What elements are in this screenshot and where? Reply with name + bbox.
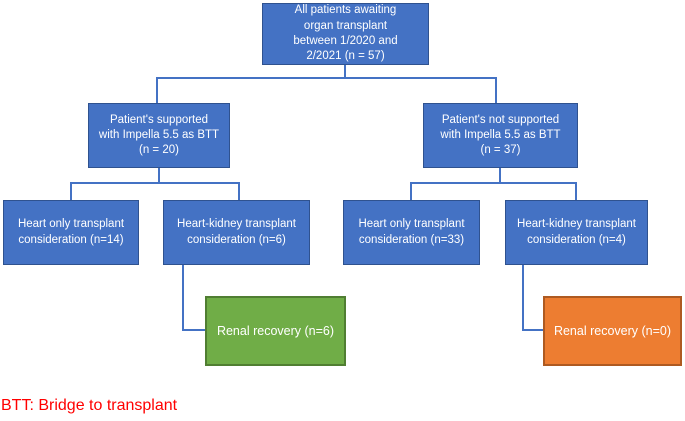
box-label: All patients awaiting organ transplant b… — [293, 4, 398, 63]
connector-line — [156, 77, 497, 79]
flowchart-box-heart-kidney-supported: Heart-kidney transplant consideration (n… — [163, 200, 310, 265]
connector-line — [70, 182, 72, 200]
connector-line — [182, 329, 205, 331]
box-label: Renal recovery (n=6) — [216, 324, 335, 338]
connector-line — [344, 64, 346, 78]
box-label: Patient's not supported with Impella 5.5… — [440, 113, 561, 157]
connector-line — [238, 182, 240, 200]
connector-line — [522, 329, 543, 331]
flowchart-box-heart-only-supported: Heart only transplant consideration (n=1… — [3, 200, 139, 265]
connector-line — [522, 265, 524, 331]
flowchart-box-renal-recovery-supported: Renal recovery (n=6) — [205, 296, 346, 366]
box-label: Heart only transplant consideration (n=1… — [17, 218, 125, 246]
flowchart-box-renal-recovery-not-supported: Renal recovery (n=0) — [543, 296, 682, 366]
flowchart-box-impella-not-supported: Patient's not supported with Impella 5.5… — [423, 103, 578, 168]
connector-line — [158, 168, 160, 183]
connector-line — [70, 182, 240, 184]
connector-line — [495, 77, 497, 103]
connector-line — [156, 77, 158, 103]
box-label: Heart-kidney transplant consideration (n… — [177, 218, 296, 246]
connector-line — [182, 265, 184, 331]
box-label: Heart only transplant consideration (n=3… — [358, 218, 465, 246]
flowchart-box-impella-supported: Patient's supported with Impella 5.5 as … — [88, 103, 230, 168]
box-label: Patient's supported with Impella 5.5 as … — [98, 113, 220, 157]
flowchart-box-heart-only-not-supported: Heart only transplant consideration (n=3… — [343, 200, 480, 265]
connector-line — [575, 182, 577, 200]
box-label: Renal recovery (n=0) — [553, 324, 672, 338]
connector-line — [410, 182, 412, 200]
footnote-btt-definition: BTT: Bridge to transplant — [1, 397, 178, 414]
connector-line — [410, 182, 577, 184]
flowchart-box-root: All patients awaiting organ transplant b… — [262, 3, 429, 65]
connector-line — [499, 168, 501, 183]
box-label: Heart-kidney transplant consideration (n… — [517, 218, 636, 246]
flowchart-box-heart-kidney-not-supported: Heart-kidney transplant consideration (n… — [505, 200, 648, 265]
